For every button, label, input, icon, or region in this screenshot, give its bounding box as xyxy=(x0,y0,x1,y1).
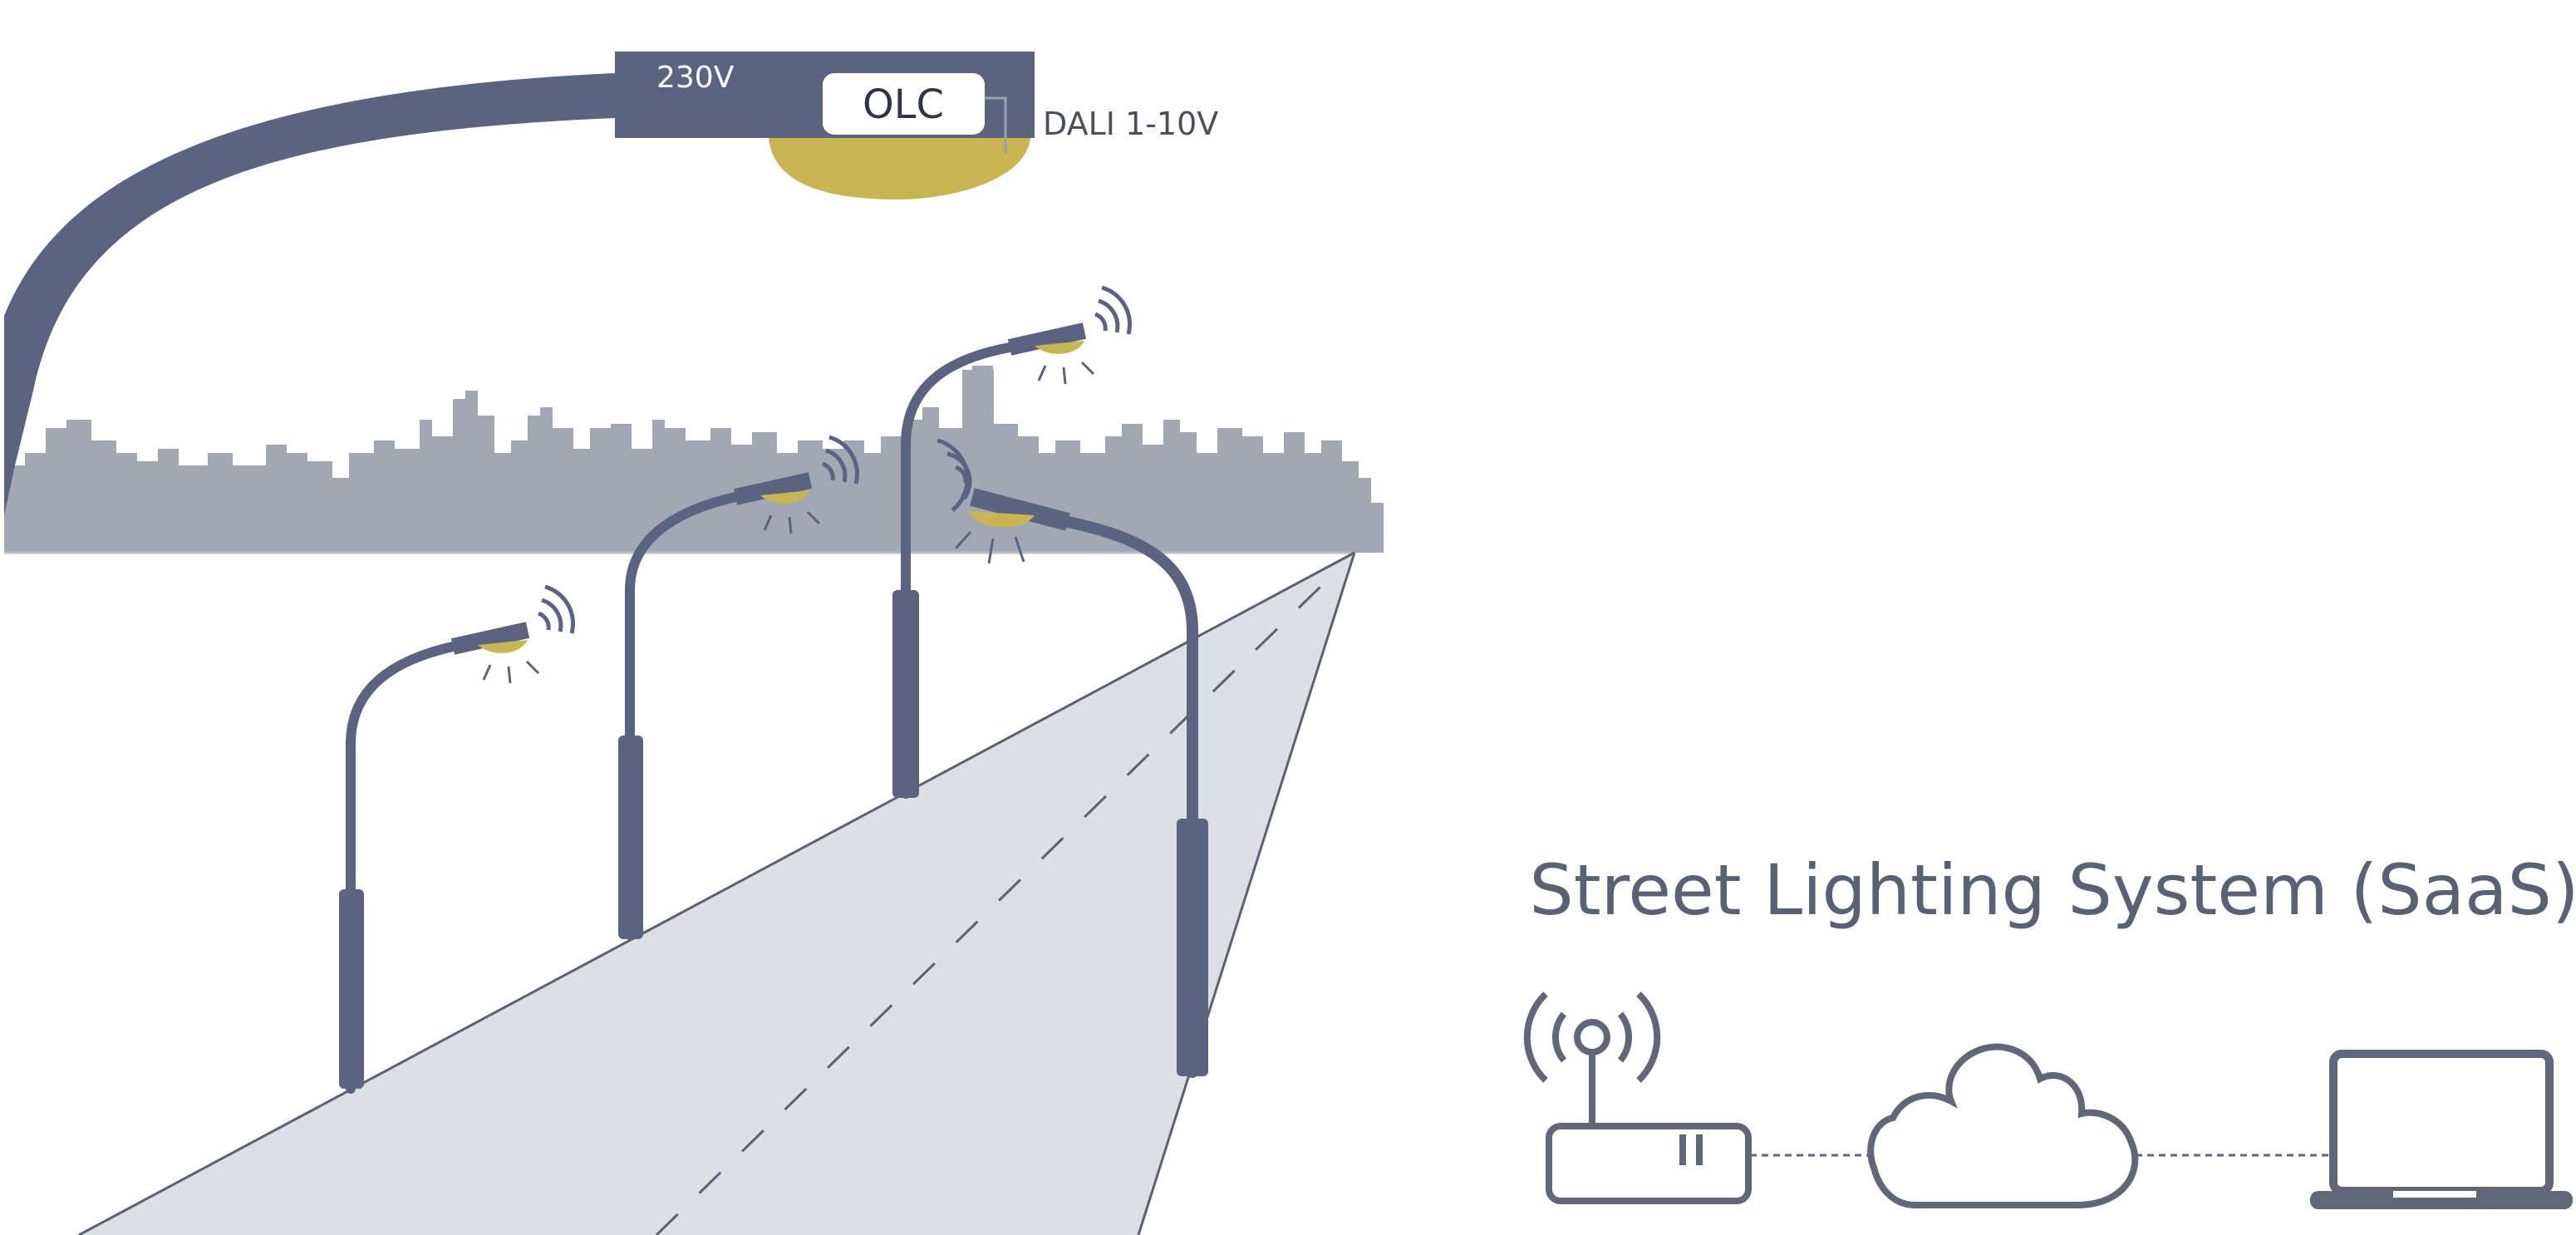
dali-label: DALI 1-10V xyxy=(1043,106,1218,142)
wireless-router-icon xyxy=(1523,991,1752,1204)
large-pole-arm xyxy=(4,73,615,515)
system-title: Street Lighting System (SaaS) xyxy=(1529,849,2576,931)
street-lamp-1 xyxy=(339,584,576,1094)
laptop-icon xyxy=(2310,1050,2573,1209)
cloud-icon xyxy=(1867,1043,2139,1208)
lamp-glow xyxy=(769,138,1030,199)
city-skyline xyxy=(4,366,1384,553)
street-lamp-3 xyxy=(892,285,1133,799)
street-lamp-4 xyxy=(937,438,1208,1078)
voltage-label: 230V xyxy=(656,61,735,95)
olc-controller xyxy=(823,73,985,135)
wireless-signal-icon xyxy=(538,584,576,634)
wireless-signal-icon xyxy=(937,438,972,512)
street-lamp-2 xyxy=(618,435,860,940)
large-street-light: 230V OLC DALI 1-10V xyxy=(4,52,1218,515)
olc-label: OLC xyxy=(863,81,944,128)
wireless-signal-icon xyxy=(1094,285,1133,335)
road xyxy=(78,551,1356,1235)
dali-connector-line xyxy=(985,96,1007,154)
wireless-signal-icon xyxy=(822,435,860,485)
